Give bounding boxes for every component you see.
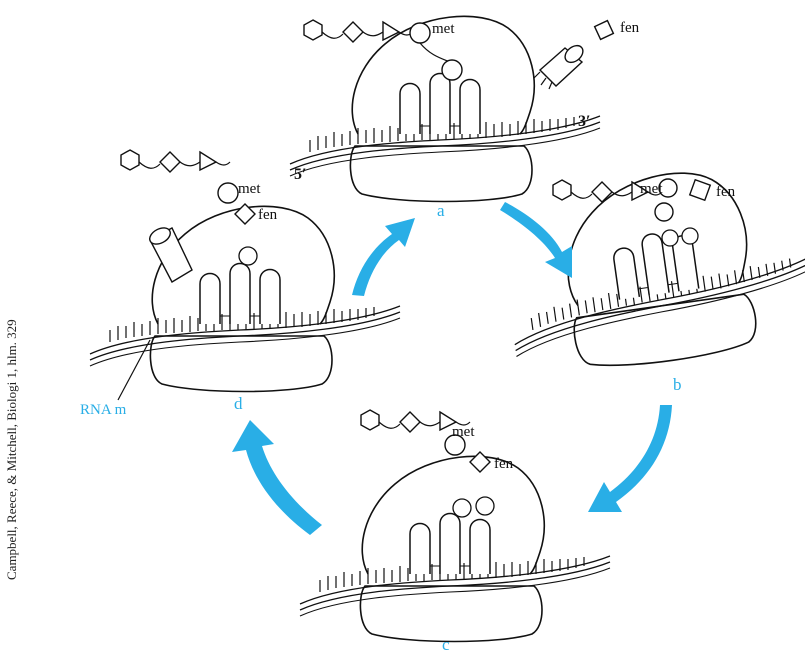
stage-b-ribosome: [493, 154, 805, 383]
stage-label-d: d: [234, 394, 243, 413]
fen-label-b: fen: [716, 184, 736, 200]
cycle-arrow-d-to-a: [352, 218, 415, 296]
stage-a-ribosome: [289, 15, 615, 203]
exiting-trna-d: [149, 227, 193, 283]
met-label-c: met: [452, 424, 475, 440]
mrna-label: RNA m: [80, 402, 127, 418]
cycle-arrow-b-to-c: [588, 405, 672, 512]
stage-label-b: b: [673, 375, 682, 394]
met-amino-acid-a: [409, 22, 431, 44]
met-label-d: met: [238, 181, 261, 197]
five-prime-label: 5′: [294, 166, 307, 183]
fen-label-c: fen: [494, 456, 514, 472]
met-label-b: met: [640, 181, 663, 197]
three-prime-label: 3′: [578, 113, 591, 130]
fen-label-d: fen: [258, 207, 278, 223]
stage-label-c: c: [442, 635, 450, 654]
mrna-pointer-line: [117, 339, 151, 401]
stage-label-a: a: [437, 201, 445, 220]
stage-d-ribosome: [89, 149, 401, 401]
cycle-arrow-a-to-b: [500, 202, 572, 278]
cycle-arrow-c-to-d: [232, 420, 322, 535]
fen-label-a: fen: [620, 20, 640, 36]
stage-c-ribosome: [299, 409, 611, 643]
incoming-trna-fen-a: [533, 19, 615, 90]
met-label-a: met: [432, 21, 455, 37]
